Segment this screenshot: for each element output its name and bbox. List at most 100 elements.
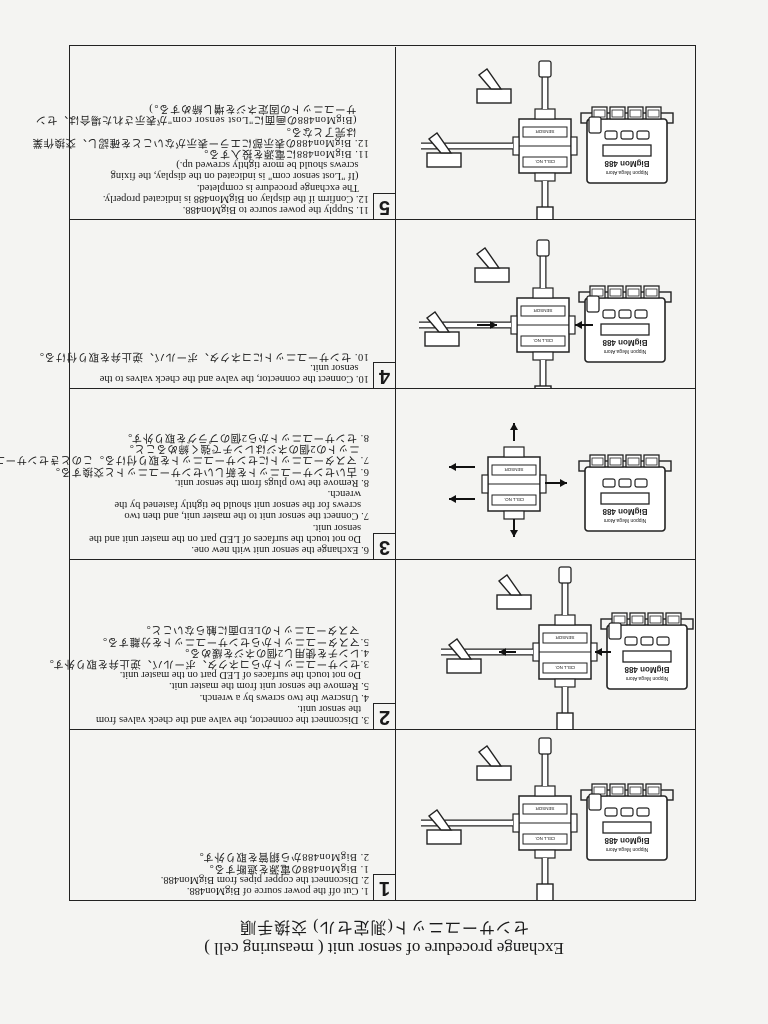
instruction-line: は完了となる。 xyxy=(279,125,369,137)
keypad-button xyxy=(640,636,654,646)
instruction-line: マスターユニットのLED面に触らないこと。 xyxy=(139,624,369,636)
instruction-line: ニットの2個のネジはレンチで強く締めること。 xyxy=(122,443,369,455)
instruction-line: sensor unit. xyxy=(310,361,369,373)
lcd-display xyxy=(622,650,672,663)
instruction-line: 5.マスターユニットからセンサーユニットを分離する。 xyxy=(96,635,369,647)
device-model-label: BigMon 488 xyxy=(602,507,647,516)
instruction-line: 1. Cut off the power source of BigMon488… xyxy=(186,885,369,896)
sensor-unit: CELL NO.SENSOR xyxy=(510,287,576,361)
cable-gland-nut xyxy=(629,786,642,795)
ball-valve xyxy=(536,883,554,900)
keypad-button xyxy=(636,807,650,817)
sensor-port-top xyxy=(503,510,525,520)
cable-gland-nut xyxy=(627,288,640,297)
y-strainer xyxy=(496,574,532,610)
instruction-line: (BigMon488の画面に"Lost sensor com"が表示された場合は… xyxy=(35,114,369,126)
device-brand-label: Nippon Mega Atom xyxy=(626,675,669,681)
instruction-line: 5. Remove the sensor unit from the maste… xyxy=(168,680,369,692)
check-valve xyxy=(608,622,622,640)
strainer-body xyxy=(476,765,512,781)
instruction-line: 12. BigMon488の表示部にエラー表示がないことを確認し、交換作業 xyxy=(31,136,369,148)
sensor-fitting-left xyxy=(568,315,576,335)
sensor-port-top xyxy=(532,351,554,361)
keypad-button xyxy=(618,478,632,488)
cable-gland-nut xyxy=(609,288,622,297)
instruction-line: Do not touch the surfaces of LED part on… xyxy=(89,532,369,544)
valve-body xyxy=(536,206,554,219)
sensor-port-bottom xyxy=(554,614,576,626)
keypad-button xyxy=(604,807,618,817)
cable-gland-nut xyxy=(627,457,640,466)
instruction-line: 1. BigMon488の電源を遮断する。 xyxy=(202,862,369,874)
arrow-head xyxy=(499,648,506,656)
check-valve xyxy=(538,60,552,78)
step-number: 1 xyxy=(373,874,395,900)
y-strainer xyxy=(476,68,512,104)
strainer-leg xyxy=(425,311,451,333)
sensor-type-label: SENSOR xyxy=(555,635,575,640)
step-instructions: 3. Disconnect the connector, the valve a… xyxy=(42,624,369,725)
sensor-fitting-left xyxy=(570,813,578,833)
device-brand-label: Nippon Mega Atom xyxy=(606,846,649,852)
keypad-button xyxy=(602,309,616,319)
sensor-fitting-right xyxy=(512,136,520,156)
sensor-unit: CELL NO.SENSOR xyxy=(512,108,578,182)
strainer-body xyxy=(424,331,460,347)
valve-body xyxy=(534,385,552,388)
instruction-line: 3.センサーユニットからコネクタ、ボールバ、逆止弁を取り外す。 xyxy=(42,657,369,669)
strainer-body xyxy=(426,829,462,845)
cable-gland-nut xyxy=(629,109,642,118)
sensor-cell-label: CELL NO. xyxy=(533,338,553,343)
ball-valve xyxy=(556,712,574,729)
strainer-leg xyxy=(477,745,503,767)
device-brand-label: Nippon Mega Atom xyxy=(604,517,647,523)
sensor-port-bottom xyxy=(503,446,525,458)
title-block: Exchange procedure of sensor unit ( meas… xyxy=(0,916,768,959)
step-instructions: 6. Exchange the sensor unit with new one… xyxy=(0,431,369,555)
sensor-cell-label: CELL NO. xyxy=(555,665,575,670)
title-english: Exchange procedure of sensor unit ( meas… xyxy=(204,939,564,958)
instruction-line: 2. BigMon488から銅管を取り外す。 xyxy=(192,851,369,863)
strainer-leg xyxy=(477,68,503,90)
sensor-fitting-right xyxy=(510,315,518,335)
instruction-line: 3. Disconnect the connector, the valve a… xyxy=(95,714,369,725)
keypad-button xyxy=(634,309,648,319)
check-valve xyxy=(586,295,600,313)
strainer-leg xyxy=(427,132,453,154)
sensor-port-top xyxy=(554,678,576,688)
sensor-label-plate xyxy=(542,662,588,674)
sensor-label-plate xyxy=(522,126,568,138)
cable-gland-nut xyxy=(647,786,660,795)
keypad-button xyxy=(620,807,634,817)
y-strainer xyxy=(424,311,460,347)
valve-body xyxy=(536,883,554,900)
sensor-port-bottom xyxy=(534,108,556,120)
keypad-button xyxy=(634,478,648,488)
instruction-line: screws for the sensor unit should be tig… xyxy=(114,499,369,511)
step-number: 2 xyxy=(373,703,395,729)
sensor-type-label: SENSOR xyxy=(535,129,555,134)
ball-valve xyxy=(536,206,554,219)
cable-gland-nut xyxy=(649,615,662,624)
instruction-line: 4. Unscrew the two screws by a wrench. xyxy=(199,691,369,703)
instruction-line: 12. Confirm if the display on BigMon488 … xyxy=(102,192,369,204)
lcd-display xyxy=(600,492,650,505)
instruction-line: サーユニットの固定ネジを増し締めする。) xyxy=(148,103,369,115)
cable-gland-nut xyxy=(667,615,680,624)
device-brand-label: Nippon Mega Atom xyxy=(604,348,647,354)
instruction-line: 8. センサーユニットから2個のプラグを取り外す。 xyxy=(121,431,369,443)
y-strainer xyxy=(446,638,482,674)
sensor-port-top xyxy=(534,849,556,859)
